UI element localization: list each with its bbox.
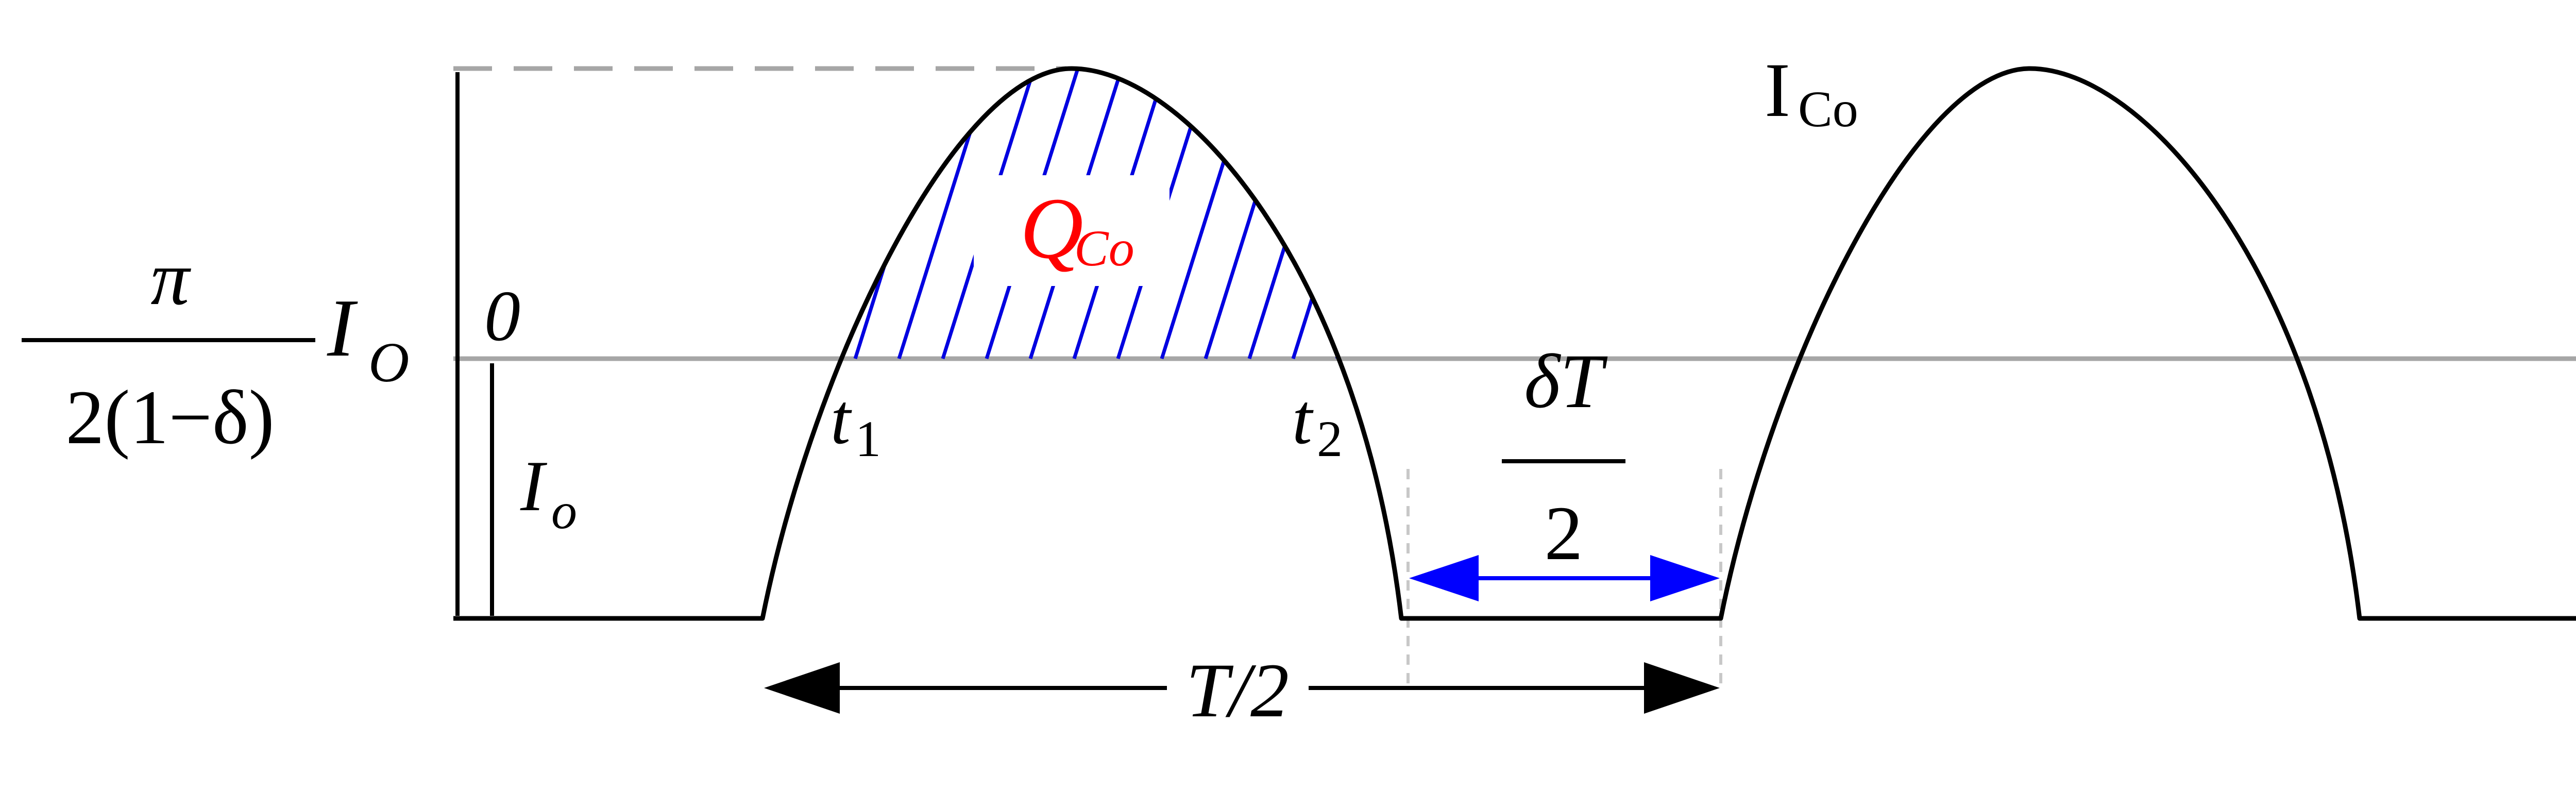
peak-fraction-numerator: π (150, 236, 191, 321)
t2-subscript: 2 (1317, 410, 1343, 467)
half-period-arrow (764, 662, 1720, 714)
io-label-subscript: o (551, 482, 577, 540)
charge-label-background (974, 175, 1170, 286)
peak-current-symbol: I (327, 282, 358, 374)
peak-fraction-denominator: 2(1−δ) (65, 375, 274, 460)
peak-current-subscript: O (368, 331, 409, 394)
io-label-symbol: I (520, 446, 548, 526)
delta-fraction-numerator: δT (1524, 339, 1608, 424)
curve-label-symbol: I (1765, 47, 1790, 133)
current-waveform (453, 66, 2576, 621)
t1-label: t (831, 379, 852, 459)
half-period-label: T/2 (1186, 648, 1289, 733)
t2-label: t (1292, 379, 1314, 459)
zero-marker-label: 0 (484, 276, 520, 356)
curve-label-subscript: Co (1798, 80, 1858, 138)
charge-label-subscript: Co (1074, 220, 1134, 277)
delta-fraction-denominator: 2 (1545, 491, 1583, 576)
t1-subscript: 1 (855, 410, 881, 467)
delta-interval-arrow (1409, 555, 1720, 601)
charge-label-symbol: Q (1020, 180, 1083, 277)
